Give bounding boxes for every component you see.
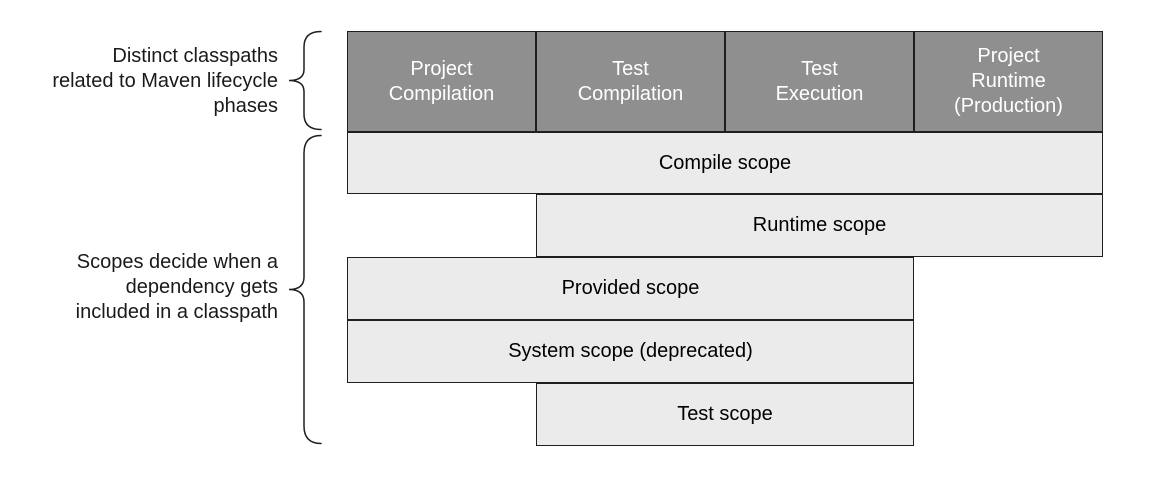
scope-bar-system: System scope (deprecated) <box>347 320 914 383</box>
curly-brace-bottom-icon <box>288 134 322 445</box>
scope-bar-runtime: Runtime scope <box>536 194 1103 257</box>
scope-bar-provided: Provided scope <box>347 257 914 320</box>
header-cell-project-compilation: Project Compilation <box>347 31 536 132</box>
header-cell-test-execution: Test Execution <box>725 31 914 132</box>
header-cell-project-runtime: Project Runtime (Production) <box>914 31 1103 132</box>
classpaths-annotation-label: Distinct classpaths related to Maven lif… <box>52 45 278 117</box>
scope-bar-test: Test scope <box>536 383 914 446</box>
curly-brace-top-icon <box>288 30 322 131</box>
header-cell-test-compilation: Test Compilation <box>536 31 725 132</box>
scope-bar-compile: Compile scope <box>347 132 1103 194</box>
scopes-annotation-label: Scopes decide when a dependency gets inc… <box>75 251 278 323</box>
